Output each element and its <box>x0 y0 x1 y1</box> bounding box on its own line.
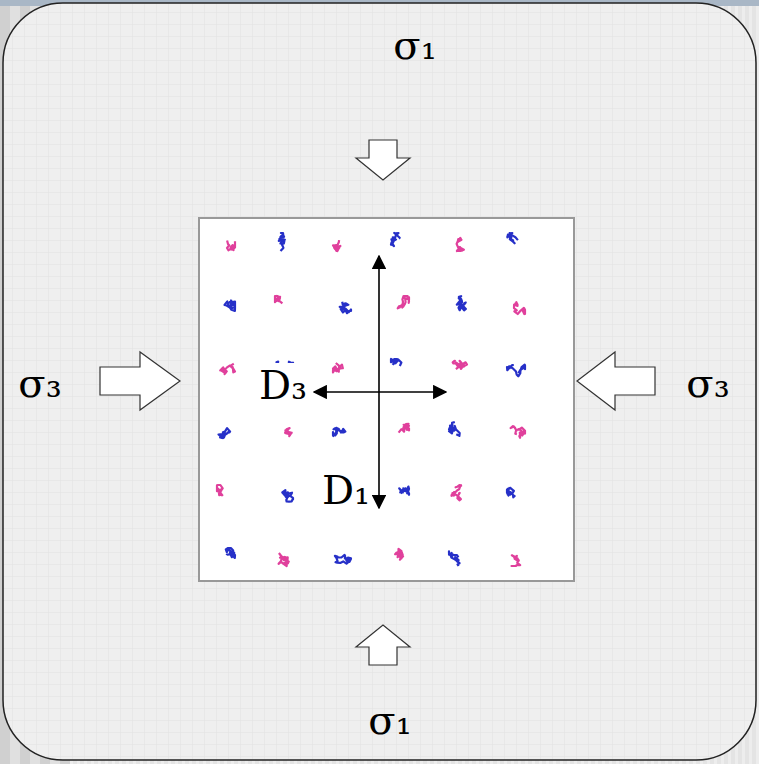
stress-label: σ₃ <box>18 361 61 405</box>
polymer-chain <box>217 485 223 496</box>
polymer-chain <box>507 233 518 243</box>
polymer-chain <box>391 233 400 246</box>
polymer-chain <box>335 555 351 564</box>
block-arrow <box>100 352 180 410</box>
block-arrow <box>356 140 410 180</box>
polymer-chain <box>457 238 464 251</box>
polymer-chain <box>449 422 460 436</box>
polymer-chain <box>511 426 525 438</box>
diffusion-arrow <box>314 391 446 393</box>
polymer-chain <box>285 428 292 436</box>
diffusion-label: D₃ <box>257 363 309 407</box>
block-arrow <box>577 352 655 410</box>
polymer-chain <box>275 296 282 303</box>
stress-label: σ₃ <box>686 361 729 405</box>
polymer-chain <box>507 365 525 377</box>
polymer-chain <box>391 359 401 366</box>
polymer-chain <box>449 551 460 566</box>
frame <box>3 3 756 760</box>
image-panel <box>199 218 574 581</box>
diffusion-arrow <box>378 256 380 508</box>
polymer-chain <box>282 490 293 502</box>
polymer-chain <box>226 548 235 558</box>
polymer-chain <box>279 553 289 566</box>
polymer-chain <box>340 302 351 314</box>
polymer-chain <box>395 549 403 560</box>
polymer-chain <box>225 300 236 311</box>
polymer-chain <box>452 485 462 500</box>
stress-label: σ₁ <box>393 23 436 67</box>
polymer-chain <box>220 364 235 374</box>
polymer-chain <box>227 241 235 251</box>
polymer-chain <box>333 363 343 372</box>
diffusion-label: D₁ <box>320 468 372 512</box>
polymer-chain <box>457 296 466 310</box>
polymer-chain <box>507 487 515 497</box>
polymer-chain <box>399 424 409 433</box>
block-arrow <box>356 625 410 665</box>
polymer-chain <box>512 555 521 566</box>
polymer-chain <box>453 361 467 369</box>
polymer-chain <box>279 233 286 251</box>
polymer-chain <box>398 296 409 308</box>
stress-label: σ₁ <box>368 698 411 742</box>
polymer-chain <box>399 487 409 495</box>
polymer-chain <box>514 302 525 314</box>
polymer-chain <box>219 428 231 438</box>
polymer-chain <box>333 428 345 436</box>
polymer-chain <box>333 240 340 251</box>
